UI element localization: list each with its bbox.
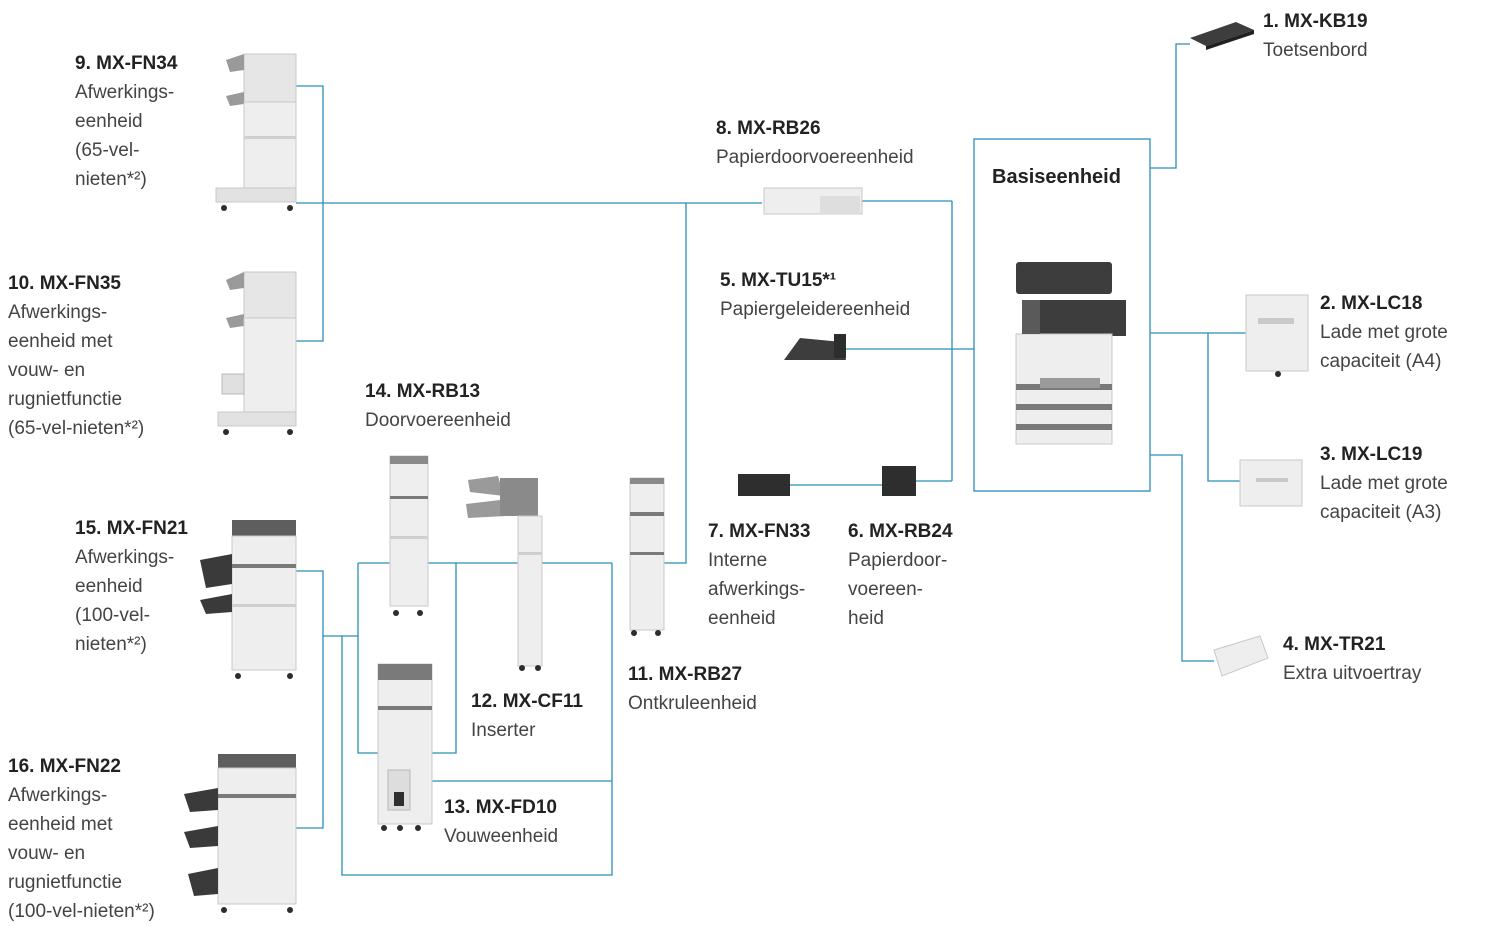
wire-lc19 <box>1207 333 1240 482</box>
label-lc18: 2. MX-LC18 Lade met grote capaciteit (A4… <box>1320 289 1448 376</box>
label-code: 10. MX-FN35 <box>8 273 121 294</box>
label-fn22: 16. MX-FN22 Afwerkings- eenheid met vouw… <box>8 752 155 926</box>
label-code: 11. MX-RB27 <box>628 664 743 685</box>
label-desc: voereen- <box>848 579 923 600</box>
mfp-device <box>1015 262 1126 445</box>
tu15-device <box>784 334 846 360</box>
fn33-device <box>738 474 790 496</box>
label-kb19: 1. MX-KB19 Toetsenbord <box>1263 7 1368 65</box>
label-desc: Lade met grote <box>1320 322 1448 343</box>
label-desc: afwerkings- <box>708 579 806 600</box>
label-desc: Extra uitvoertray <box>1283 663 1422 684</box>
label-desc: nieten*²) <box>75 169 147 190</box>
fd10-device <box>377 663 433 831</box>
label-desc: eenheid <box>708 608 776 629</box>
label-fn34: 9. MX-FN34 Afwerkings- eenheid (65-vel- … <box>75 49 177 194</box>
rb27-device <box>629 477 665 636</box>
label-desc: Afwerkings- <box>75 547 175 568</box>
label-fd10: 13. MX-FD10 Vouweenheid <box>444 793 558 851</box>
label-lc19: 3. MX-LC19 Lade met grote capaciteit (A3… <box>1320 440 1448 527</box>
label-desc: Afwerkings- <box>75 82 175 103</box>
base-unit-title: Basiseenheid <box>992 166 1121 188</box>
wire-lower-bus <box>341 563 613 876</box>
label-code: 16. MX-FN22 <box>8 756 121 777</box>
label-code: 6. MX-RB24 <box>848 521 953 542</box>
base-unit-frame <box>973 138 1151 492</box>
lc18-device <box>1245 294 1309 377</box>
rb13-device <box>389 455 429 616</box>
label-desc: Vouweenheid <box>444 826 559 847</box>
label-desc: (65-vel-nieten*²) <box>8 418 145 439</box>
label-rb24: 6. MX-RB24 Papierdoor- voereen- heid <box>848 517 953 633</box>
label-code: 8. MX-RB26 <box>716 118 821 139</box>
label-rb26: 8. MX-RB26 Papierdoorvoereenheid <box>716 114 914 172</box>
lc19-device <box>1239 459 1303 507</box>
label-desc: vouw- en <box>8 360 86 381</box>
label-desc: Inserter <box>471 720 536 741</box>
label-desc: eenheid <box>75 111 143 132</box>
label-code: 2. MX-LC18 <box>1320 293 1423 314</box>
label-desc: Papiergeleidereenheid <box>720 299 911 320</box>
label-desc: Papierdoor- <box>848 550 948 571</box>
label-desc: rugnietfunctie <box>8 389 123 410</box>
label-code: 13. MX-FD10 <box>444 797 557 818</box>
label-desc: Papierdoorvoereenheid <box>716 147 914 168</box>
wire-fd10-right <box>432 563 457 754</box>
fn35-device <box>217 271 297 435</box>
label-desc: Afwerkings- <box>8 785 108 806</box>
label-desc: heid <box>848 608 884 629</box>
label-rb13: 14. MX-RB13 Doorvoereenheid <box>365 377 511 435</box>
label-code: 14. MX-RB13 <box>365 381 481 402</box>
wire-fn21-fn22 <box>296 570 324 829</box>
label-code: 4. MX-TR21 <box>1283 634 1386 655</box>
label-desc: vouw- en <box>8 843 86 864</box>
fn22-device <box>184 754 297 913</box>
label-desc: capaciteit (A3) <box>1320 502 1442 523</box>
label-desc: Lade met grote <box>1320 473 1448 494</box>
label-desc: eenheid <box>75 576 143 597</box>
wire-fn34-fn35 <box>296 85 324 342</box>
label-desc: Doorvoereenheid <box>365 410 511 431</box>
label-fn21: 15. MX-FN21 Afwerkings- eenheid (100-vel… <box>75 514 188 659</box>
label-desc: Interne <box>708 550 768 571</box>
label-code: 3. MX-LC19 <box>1320 444 1423 465</box>
rb24-device <box>882 466 916 496</box>
label-code: 1. MX-KB19 <box>1263 11 1368 32</box>
label-tu15: 5. MX-TU15*¹ Papiergeleidereenheid <box>720 266 910 324</box>
label-desc: eenheid met <box>8 814 113 835</box>
fn21-device <box>200 520 297 679</box>
label-desc: rugnietfunctie <box>8 872 123 893</box>
label-desc: (100-vel-nieten*²) <box>8 901 155 922</box>
keyboard-device <box>1190 22 1254 50</box>
label-desc: (100-vel- <box>75 605 150 626</box>
label-fn35: 10. MX-FN35 Afwerkings- eenheid met vouw… <box>8 269 144 443</box>
label-code: 7. MX-FN33 <box>708 521 811 542</box>
label-desc: eenheid met <box>8 331 113 352</box>
label-code: 15. MX-FN21 <box>75 518 188 539</box>
label-desc: Toetsenbord <box>1263 40 1368 61</box>
wire-tr21 <box>1150 454 1214 662</box>
label-tr21: 4. MX-TR21 Extra uitvoertray <box>1283 630 1421 688</box>
label-desc: (65-vel- <box>75 140 140 161</box>
cf11-device <box>466 476 543 671</box>
label-desc: capaciteit (A4) <box>1320 351 1442 372</box>
tr21-device <box>1213 635 1269 677</box>
label-code: 12. MX-CF11 <box>471 691 583 712</box>
wire-fd10-left <box>357 563 378 754</box>
rb26-device <box>763 187 863 215</box>
label-fn33: 7. MX-FN33 Interne afwerkings- eenheid <box>708 517 810 633</box>
label-code: 5. MX-TU15*¹ <box>720 270 837 291</box>
label-code: 9. MX-FN34 <box>75 53 178 74</box>
label-desc: nieten*²) <box>75 634 147 655</box>
fn34-device <box>215 53 297 211</box>
wire-kb19 <box>1150 43 1190 169</box>
label-rb27: 11. MX-RB27 Ontkruleenheid <box>628 660 757 718</box>
label-desc: Ontkruleenheid <box>628 693 757 714</box>
label-cf11: 12. MX-CF11 Inserter <box>471 687 583 745</box>
label-desc: Afwerkings- <box>8 302 108 323</box>
